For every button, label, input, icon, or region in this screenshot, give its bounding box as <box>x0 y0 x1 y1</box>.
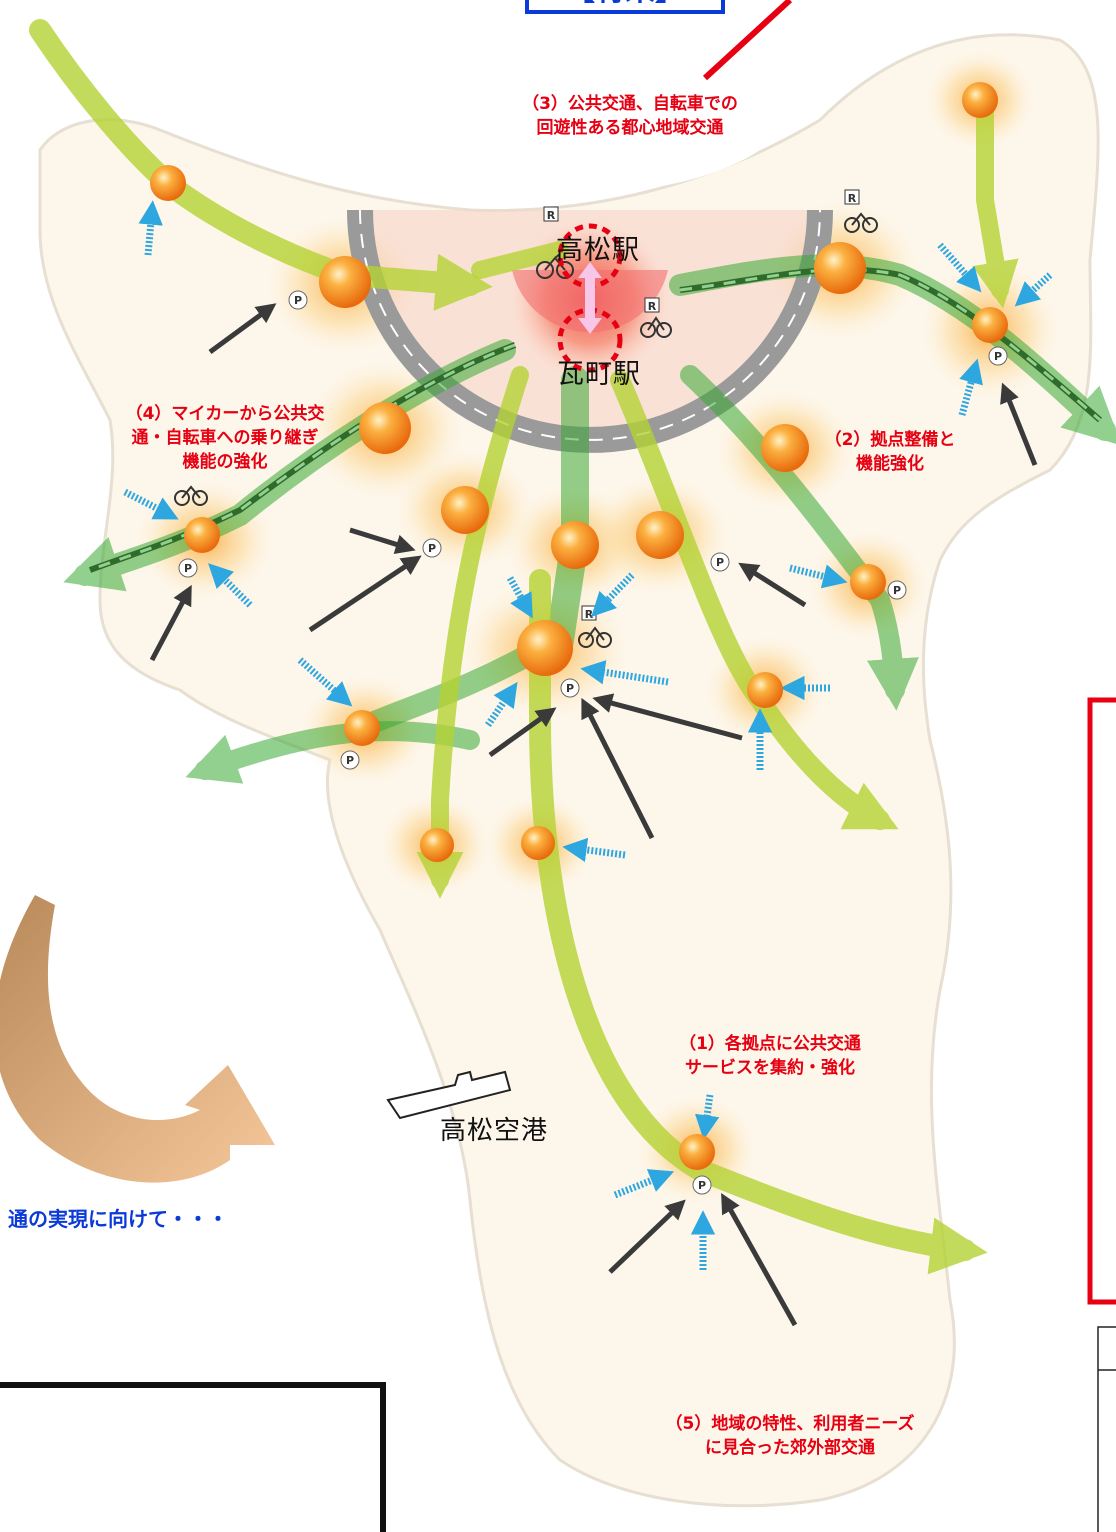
station-kawaramachi: 瓦町駅 <box>557 359 641 390</box>
hub <box>344 710 380 746</box>
svg-text:R: R <box>848 192 857 205</box>
airport-outline <box>386 1070 512 1120</box>
coastline-band <box>160 0 830 197</box>
bike-icon <box>640 316 672 338</box>
hub <box>521 826 555 860</box>
parking-icon: P <box>692 1175 712 1195</box>
bike-icon <box>844 212 878 233</box>
station-takamatsu: 高松駅 <box>556 235 640 266</box>
bike-icon <box>578 626 612 648</box>
hub <box>962 82 998 118</box>
bike-ride-sign-icon: R <box>581 605 597 621</box>
svg-text:P: P <box>566 682 574 695</box>
header-tag: 【将来】 <box>525 0 725 14</box>
svg-text:P: P <box>893 584 901 597</box>
parking-icon: P <box>288 290 308 310</box>
label-item4: （4）マイカーから公共交通・自転車への乗り継ぎ機能の強化 <box>125 404 325 472</box>
hub <box>319 256 371 308</box>
label-item5: （5）地域の特性、利用者ニーズに見合った郊外部交通 <box>665 1414 915 1458</box>
parking-icon: P <box>710 552 730 572</box>
hub <box>850 564 886 600</box>
pointer-line <box>702 0 793 81</box>
car-access-arrows <box>149 303 1038 1327</box>
parking-icon: P <box>422 538 442 558</box>
parking-icon: P <box>887 580 907 600</box>
label-item1: （1）各拠点に公共交通サービスを集約・強化 <box>679 1034 861 1078</box>
hubs <box>150 82 1008 1170</box>
hub <box>814 242 866 294</box>
svg-text:P: P <box>346 754 354 767</box>
hub <box>359 402 411 454</box>
progress-arrow <box>0 895 275 1183</box>
svg-text:R: R <box>648 300 657 313</box>
table-stub <box>1097 1326 1116 1532</box>
hub <box>761 424 809 472</box>
bike-ride-signs: R R R R <box>543 189 860 621</box>
caption-text: 通の実現に向けて・・・ <box>8 1207 228 1231</box>
svg-text:P: P <box>184 562 192 575</box>
hub <box>184 517 220 553</box>
black-frame-box <box>0 1382 386 1532</box>
svg-text:P: P <box>294 294 302 307</box>
bike-ride-sign-icon: R <box>644 297 660 313</box>
svg-text:P: P <box>716 556 724 569</box>
hub <box>551 521 599 569</box>
hub <box>972 307 1008 343</box>
callout-box-red <box>1087 697 1116 1305</box>
hub <box>636 511 684 559</box>
svg-text:P: P <box>428 542 436 555</box>
svg-text:P: P <box>698 1179 706 1192</box>
hub <box>150 165 186 201</box>
station-airport: 高松空港 <box>440 1116 549 1146</box>
parking-markers: P P P P P P P P P <box>178 290 1008 1195</box>
hub <box>517 620 573 676</box>
svg-text:R: R <box>585 608 594 621</box>
bike-icon <box>536 253 574 279</box>
bike-ride-sign-icon: R <box>543 206 559 222</box>
parking-icon: P <box>988 346 1008 366</box>
svg-text:P: P <box>994 350 1002 363</box>
hub <box>420 828 454 862</box>
station-connector <box>557 223 623 373</box>
hub <box>441 486 489 534</box>
parking-icon: P <box>560 678 580 698</box>
svg-text:R: R <box>547 209 556 222</box>
label-item3: （3）公共交通、自転車での回遊性ある都心地域交通 <box>522 94 738 138</box>
hub <box>747 672 783 708</box>
bike-icons <box>174 212 878 648</box>
feeder-arrows <box>123 200 1053 1270</box>
region-area <box>38 33 1100 1508</box>
label-item2: （2）拠点整備と機能強化 <box>824 430 956 474</box>
bike-ride-sign-icon: R <box>844 189 860 205</box>
parking-icon: P <box>178 558 198 578</box>
hub <box>679 1134 715 1170</box>
parking-icon: P <box>340 750 360 770</box>
